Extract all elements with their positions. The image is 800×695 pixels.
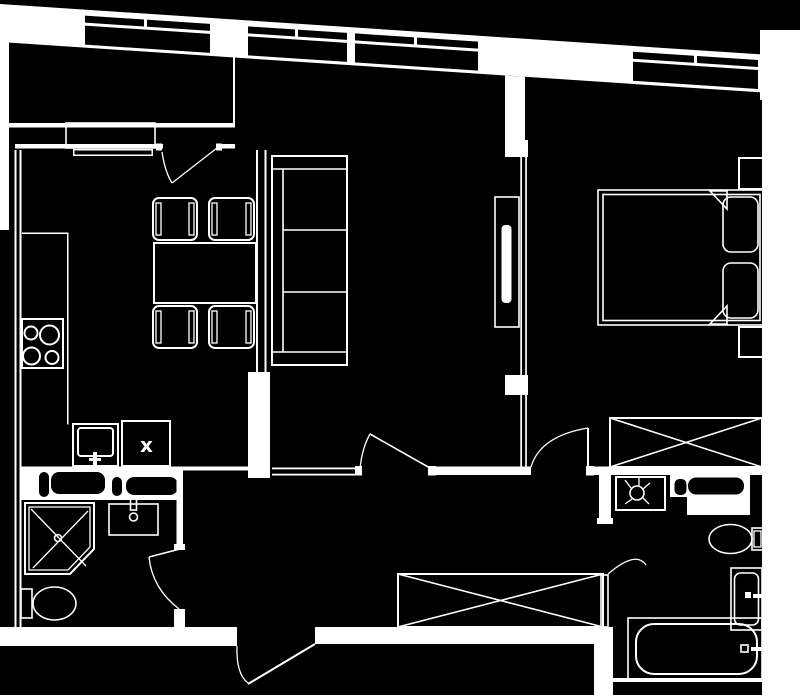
door-jamb (597, 518, 613, 524)
bath-left-door-arc (148, 556, 180, 610)
window-mullion (295, 28, 298, 39)
bedroom-window-icon (633, 61, 758, 89)
kitchen-counter-edge (67, 232, 69, 425)
threshold-line (272, 473, 355, 476)
bedroom-wardrobe-x (609, 417, 763, 468)
bathtub-icon (627, 617, 763, 681)
bedroom (530, 157, 764, 476)
fan-icon (615, 476, 666, 511)
shower-icon (24, 502, 95, 575)
exterior-wall-band (0, 4, 800, 695)
entrance-door-arc (236, 645, 249, 684)
door-jamb (355, 466, 362, 476)
bedroom-south-wall (594, 466, 763, 475)
divider-wall-stub (505, 75, 525, 157)
balcony-door-arc (161, 151, 173, 184)
hallway (0, 573, 604, 685)
kitchen-sink-icon (72, 423, 119, 468)
chair (208, 197, 255, 241)
living-door-arc (359, 433, 371, 470)
chair (208, 305, 255, 349)
balcony-window-icon (85, 15, 210, 31)
balcony-window-icon (85, 25, 210, 53)
hall-top-wall (436, 466, 531, 475)
window-mullion (144, 18, 147, 29)
kitchen-living-wall (264, 150, 267, 372)
balcony-side-wall (233, 57, 235, 127)
door-jamb (216, 143, 222, 151)
balcony-door-leaf (171, 147, 218, 184)
divider-wall-stub (505, 140, 528, 157)
divider-wall-stub (505, 375, 528, 395)
sliding-door (494, 196, 520, 328)
bath-left-door-leaf (148, 548, 181, 558)
entrance-door-leaf[interactable] (247, 643, 316, 685)
bath-right-wall (599, 467, 611, 524)
chair (152, 197, 198, 241)
balcony (9, 57, 235, 149)
bathroom-right (594, 467, 764, 695)
vanity-counter (670, 473, 750, 515)
right-exterior-wall (762, 70, 800, 695)
nightstand (738, 157, 764, 190)
washbasin-icon (108, 495, 159, 536)
living-window-icon (248, 36, 347, 62)
pillow (722, 262, 759, 319)
toilet-icon (708, 523, 764, 555)
door-jamb (174, 544, 185, 550)
bathroom-left (20, 468, 185, 627)
double-bed (597, 189, 764, 326)
cooktop-icon (21, 318, 64, 369)
kitchen-window-glass (74, 150, 152, 155)
bath-right-wall-lower (594, 627, 613, 695)
left-wall-line (14, 150, 17, 627)
chair (152, 305, 198, 349)
living-room (271, 75, 531, 476)
living-door-leaf (369, 433, 431, 469)
window-mullion (414, 36, 417, 47)
balcony-slab-edge (9, 123, 235, 128)
door-jamb (428, 466, 436, 476)
washer-label: x (140, 433, 153, 457)
living-window-icon (355, 43, 478, 71)
sofa (271, 155, 348, 366)
left-exterior-wall (0, 42, 9, 230)
door-jamb (156, 143, 162, 151)
left-wall-line (19, 150, 22, 627)
washer-icon: x (121, 420, 171, 467)
window-mullion (694, 54, 697, 65)
threshold-line (272, 467, 355, 470)
bath-left-wall (176, 468, 183, 544)
pillow (722, 196, 759, 253)
blanket-fold (708, 190, 728, 212)
kitchen-living-wall-block (248, 372, 270, 478)
divider-wall-line (520, 157, 522, 467)
kitchen-counter-edge (22, 232, 68, 234)
bedroom-door-arc (530, 427, 589, 468)
blanket-fold (708, 303, 728, 325)
vanity-counter (20, 468, 183, 500)
toilet-icon (20, 586, 77, 621)
kitchen-dining-room: x (14, 143, 270, 627)
bottom-wall-right (315, 627, 594, 644)
balcony-door-opening (163, 143, 216, 150)
divider-wall-line (525, 157, 527, 467)
dining-table (153, 242, 257, 304)
door-jamb (586, 466, 594, 476)
hall-wardrobe-x (397, 573, 604, 628)
kitchen-top-wall (15, 144, 235, 149)
bottom-wall-left (0, 627, 237, 646)
door-jamb (174, 609, 185, 627)
bath-right-door-arc (607, 558, 647, 575)
washbasin-icon (730, 567, 763, 631)
nightstand (738, 326, 764, 358)
